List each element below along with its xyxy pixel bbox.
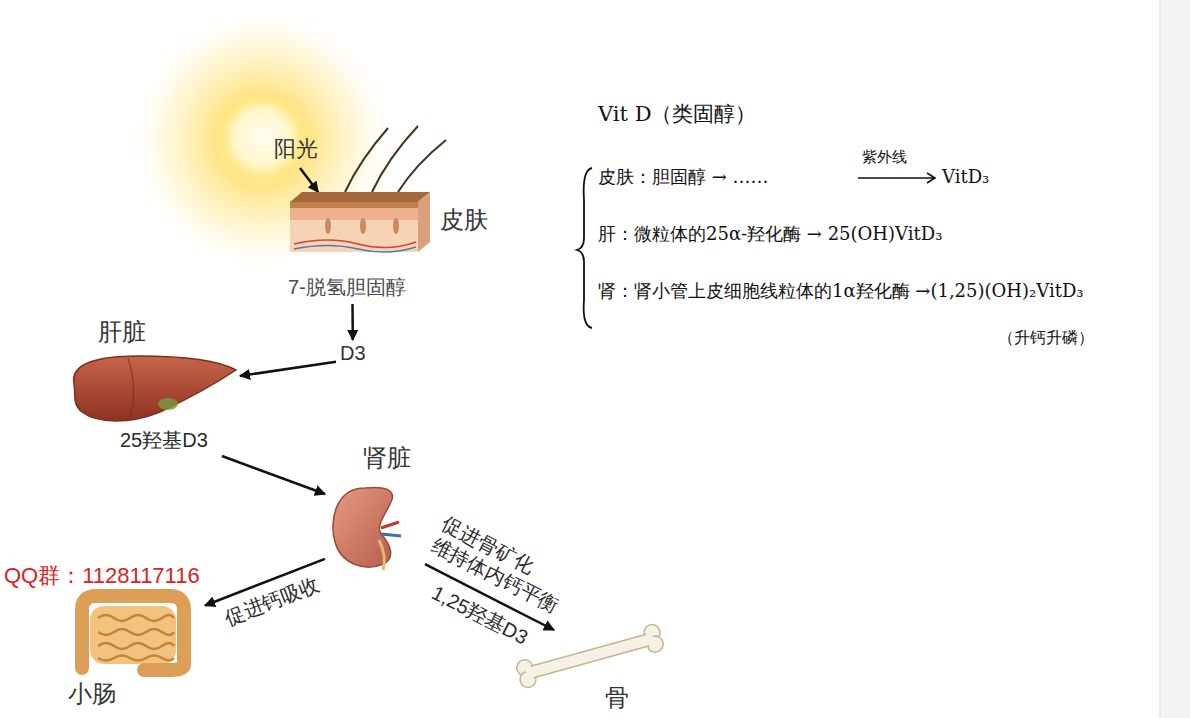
flow-arrow — [240, 362, 336, 376]
illustration-part — [325, 218, 331, 234]
handwritten-note: VitD₃ — [942, 166, 989, 188]
handwritten-note: 肾：肾小管上皮细胞线粒体的1α羟化酶 →(1,25)(OH)₂VitD₃ — [598, 280, 1084, 302]
bone-illustration: 骨 — [500, 630, 680, 716]
illustration-part — [531, 634, 650, 678]
organ-name: 皮肤 — [440, 206, 488, 234]
illustration-part — [381, 522, 399, 528]
flow-arrow — [222, 456, 325, 494]
organ-name: 肾脏 — [363, 444, 411, 472]
illustration-part — [74, 356, 236, 421]
flow-arrow — [351, 304, 354, 340]
sun-illustration: 阳光 — [222, 100, 322, 168]
hair-strand — [345, 128, 388, 192]
illustration-part — [418, 192, 430, 252]
handwritten-note: 紫外线 — [862, 148, 907, 166]
illustration-part — [290, 202, 418, 208]
handwritten-note: （升钙升磷） — [998, 328, 1094, 347]
illustration-part — [360, 218, 366, 234]
sun-label: 阳光 — [274, 136, 318, 161]
watermark: QQ群：1128117116 — [4, 563, 200, 589]
illustration-part — [82, 596, 184, 670]
handwritten-arrow — [858, 173, 935, 183]
illustration-part — [379, 540, 384, 570]
illustration-part — [381, 534, 401, 536]
illustration-part — [128, 358, 134, 418]
curly-bracket — [577, 168, 592, 328]
handwritten-note: 肝：微粒体的25α-羟化酶 → 25(OH)VitD₃ — [598, 223, 942, 245]
edge-label: 25羟基D3 — [118, 428, 210, 452]
illustration-part — [158, 398, 178, 410]
organ-name: 肝脏 — [98, 318, 146, 346]
substance-name: 7-脱氢胆固醇 — [288, 276, 406, 299]
illustration-part — [290, 192, 430, 202]
scrollbar-edge — [1160, 0, 1161, 718]
illustration-part — [393, 218, 399, 234]
kidney-illustration: 肾脏 — [325, 440, 425, 575]
scrollbar-strip — [1160, 0, 1190, 718]
illustration-part — [98, 615, 174, 661]
illustration-part — [525, 633, 655, 680]
hair-strand — [372, 126, 418, 192]
hair-strand — [398, 140, 446, 192]
bone-illustration-drawing — [500, 630, 680, 716]
substance-box: D3 — [336, 340, 370, 369]
handwritten-note: 皮肤：胆固醇 → …… — [598, 166, 769, 188]
illustration-part — [294, 246, 416, 253]
illustration-part — [290, 208, 418, 220]
organ-name: 骨 — [605, 684, 629, 712]
skin-illustration: 皮肤 7-脱氢胆固醇 — [288, 192, 503, 304]
substance-name: D3 — [340, 342, 366, 365]
handwritten-note: Vit D（类固醇） — [598, 102, 756, 127]
flow-arrow — [300, 168, 318, 192]
organ-name: 小肠 — [68, 680, 116, 708]
illustration-part — [90, 606, 176, 664]
